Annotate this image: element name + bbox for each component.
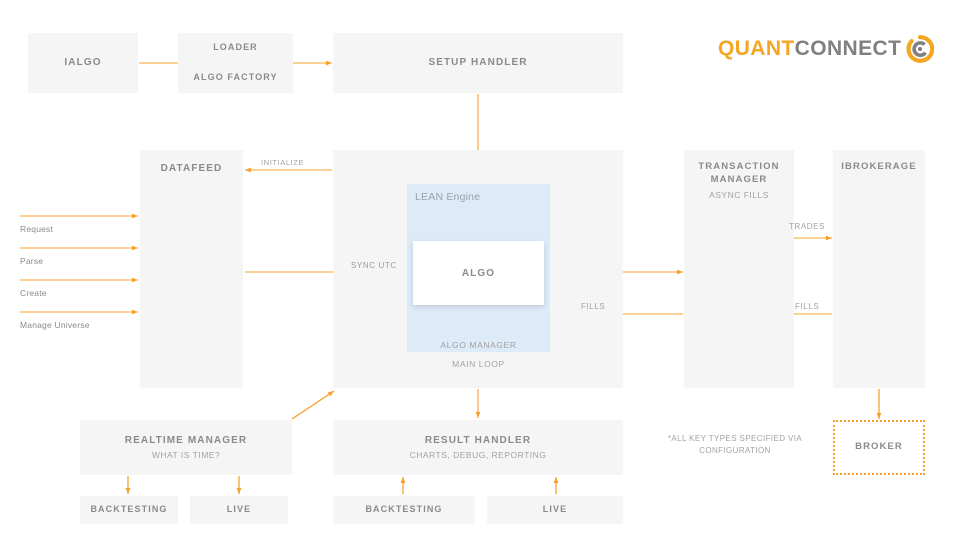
realtime-live-title: LIVE: [226, 504, 252, 515]
algo-manager-label: ALGO MANAGER: [440, 340, 517, 350]
realtime-backtesting-title: BACKTESTING: [90, 504, 168, 515]
result-backtesting-title: BACKTESTING: [365, 504, 443, 515]
main-loop-label: MAIN LOOP: [452, 359, 505, 369]
arrow-realtime-to-engine: [291, 390, 335, 420]
setup-handler-title: SETUP HANDLER: [428, 57, 528, 69]
logo-text-connect: CONNECT: [794, 37, 902, 60]
loader-title: LOADER: [213, 42, 258, 52]
ialgo-title: IALGO: [64, 57, 102, 69]
box-algo[interactable]: ALGO: [413, 241, 544, 305]
label-sync-utc: SYNC UTC: [351, 261, 397, 270]
box-setup-handler[interactable]: SETUP HANDLER: [333, 33, 623, 93]
box-result-live[interactable]: LIVE: [487, 496, 623, 524]
transaction-manager-subtitle: ASYNC FILLS: [709, 190, 769, 201]
box-broker[interactable]: BROKER: [833, 420, 925, 475]
label-initialize: INITIALIZE: [261, 158, 305, 167]
label-fills-center: FILLS: [581, 302, 606, 311]
algo-factory-title: ALGO FACTORY: [193, 72, 278, 83]
box-datafeed[interactable]: DATAFEED: [140, 150, 243, 388]
result-handler-subtitle: CHARTS, DEBUG, REPORTING: [409, 449, 547, 460]
label-request: Request: [20, 224, 54, 234]
realtime-manager-subtitle: WHAT IS TIME?: [151, 449, 221, 460]
box-realtime-backtesting[interactable]: BACKTESTING: [80, 496, 178, 524]
label-manage-universe: Manage Universe: [20, 320, 90, 330]
quantconnect-logo: QUANT CONNECT: [718, 35, 935, 63]
result-live-title: LIVE: [542, 504, 568, 515]
box-realtime-live[interactable]: LIVE: [190, 496, 288, 524]
datafeed-title: DATAFEED: [160, 163, 223, 174]
box-loader[interactable]: LOADER ALGO FACTORY: [178, 33, 293, 93]
realtime-manager-title: REALTIME MANAGER: [124, 434, 248, 446]
footnote-text: *ALL KEY TYPES SPECIFIED VIA CONFIGURATI…: [667, 434, 803, 455]
box-transaction-manager[interactable]: TRANSACTION MANAGER ASYNC FILLS: [684, 150, 794, 388]
box-realtime-manager[interactable]: REALTIME MANAGER WHAT IS TIME?: [80, 420, 292, 475]
logo-text-quant: QUANT: [718, 37, 795, 60]
label-trades: TRADES: [789, 222, 826, 231]
label-create: Create: [20, 288, 47, 298]
box-ialgo[interactable]: IALGO: [28, 33, 138, 93]
ibrokerage-title: IBROKERAGE: [841, 161, 917, 172]
transaction-manager-title: TRANSACTION MANAGER: [698, 161, 780, 185]
label-parse: Parse: [20, 256, 44, 266]
lean-engine-label: LEAN Engine: [415, 191, 481, 203]
box-ibrokerage[interactable]: IBROKERAGE: [833, 150, 925, 388]
box-result-handler[interactable]: RESULT HANDLER CHARTS, DEBUG, REPORTING: [333, 420, 623, 475]
result-handler-title: RESULT HANDLER: [424, 434, 532, 446]
quantconnect-swirl-icon: [906, 35, 935, 63]
algo-title: ALGO: [461, 267, 496, 279]
label-fills-right: FILLS: [795, 302, 820, 311]
box-result-backtesting[interactable]: BACKTESTING: [333, 496, 475, 524]
broker-title: BROKER: [855, 441, 903, 453]
